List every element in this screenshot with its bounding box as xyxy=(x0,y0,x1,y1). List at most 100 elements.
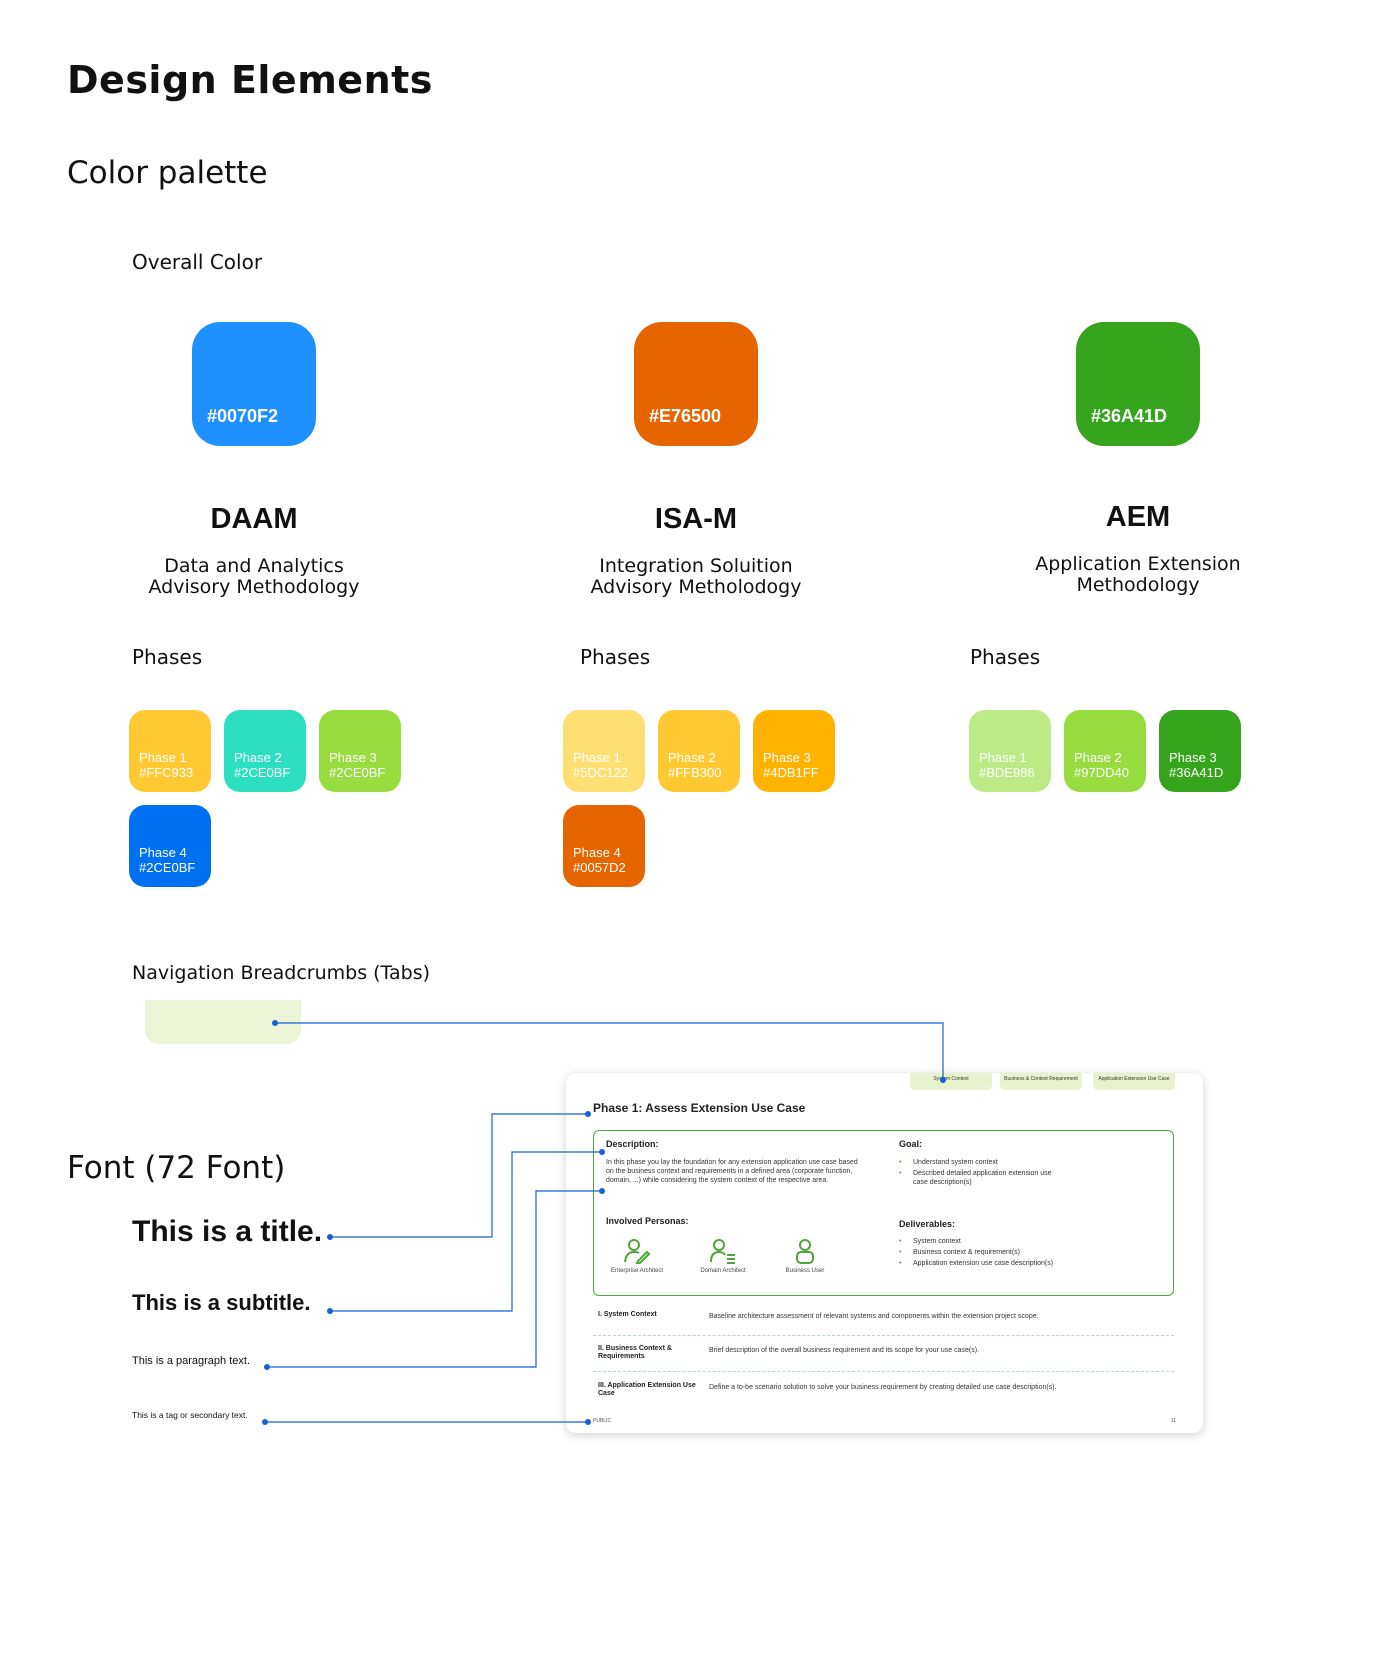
goal-item: Described detailed application extension… xyxy=(899,1169,1053,1187)
phase-swatch-daam-1: Phase 1#FFC933 xyxy=(129,710,211,792)
nav-breadcrumbs-label: Navigation Breadcrumbs (Tabs) xyxy=(132,962,431,984)
brand-subtitle-line: Advisory Methodology xyxy=(148,576,360,598)
slide-tab-business-context: Business & Context Requirement xyxy=(1000,1073,1082,1090)
brand-subtitle-line: Advisory Metholodogy xyxy=(590,576,802,598)
connector-dot xyxy=(262,1419,268,1425)
connector-dot xyxy=(327,1234,333,1240)
phase-swatch-daam-3: Phase 3#2CE0BF xyxy=(319,710,401,792)
slide-page-number: 11 xyxy=(1170,1418,1176,1424)
swatch-isam: #E76500 xyxy=(634,322,758,446)
phase-hex: #FFC933 xyxy=(139,765,194,780)
breadcrumb-tab-sample xyxy=(145,1000,301,1044)
phase-hex: #4DB1FF xyxy=(763,765,819,780)
brand-name-isam: ISA-M xyxy=(654,503,738,535)
phase-hex: #36A41D xyxy=(1169,765,1224,780)
font-sample-title: This is a title. xyxy=(132,1215,323,1248)
brand-name-daam: DAAM xyxy=(210,503,298,535)
phase-hex: #2CE0BF xyxy=(234,765,291,780)
description-text: In this phase you lay the foundation for… xyxy=(606,1159,858,1184)
brand-subtitle-aem: Application Extension Methodology xyxy=(978,554,1298,596)
persona-business-user: Business User xyxy=(775,1238,835,1275)
phase-swatch-aem-3: Phase 3#36A41D xyxy=(1159,710,1241,792)
phase-hex: #5DC122 xyxy=(573,765,628,780)
phase-swatch-isam-1: Phase 1#5DC122 xyxy=(563,710,645,792)
phases-label-aem: Phases xyxy=(970,645,1041,669)
slide-title: Phase 1: Assess Extension Use Case xyxy=(593,1101,806,1115)
phase-swatch-daam-4: Phase 4#2CE0BF xyxy=(129,805,211,887)
brand-subtitle-isam: Integration Soluition Advisory Metholodo… xyxy=(536,556,856,598)
brand-subtitle-line: Integration Soluition xyxy=(599,555,793,577)
phase-swatch-aem-2: Phase 2#97DD40 xyxy=(1064,710,1146,792)
swatch-aem: #36A41D xyxy=(1076,322,1200,446)
phases-label-daam: Phases xyxy=(132,645,203,669)
phase-swatch-aem-1: Phase 1#BDE986 xyxy=(969,710,1051,792)
description-heading: Description: xyxy=(606,1139,659,1149)
swatch-isam-hex: #E76500 xyxy=(649,406,722,426)
swatch-daam: #0070F2 xyxy=(192,322,316,446)
phase-hex: #0057D2 xyxy=(573,860,626,875)
swatch-daam-hex: #0070F2 xyxy=(207,406,279,426)
phase-label: Phase 3 xyxy=(1169,750,1217,765)
deliverable-item: Business context & requirement(s) xyxy=(899,1248,1133,1257)
section-heading-color-palette: Color palette xyxy=(67,155,268,191)
font-sample-tag: This is a tag or secondary text. xyxy=(132,1410,248,1420)
phase-label: Phase 4 xyxy=(573,845,621,860)
persona-enterprise-architect: Enterprise Architect xyxy=(607,1238,667,1275)
phase-swatch-isam-2: Phase 2#FFB300 xyxy=(658,710,740,792)
row-desc-application-extension: Define a to-be scenario solution to solv… xyxy=(709,1384,1057,1391)
phase-label: Phase 2 xyxy=(234,750,282,765)
overall-color-label: Overall Color xyxy=(132,250,263,274)
row-desc-system-context: Baseline architecture assessment of rele… xyxy=(709,1313,1039,1320)
phase-label: Phase 1 xyxy=(139,750,187,765)
page-title: Design Elements xyxy=(67,58,433,102)
user-list-icon xyxy=(710,1239,735,1264)
connector-breadcrumb xyxy=(275,1022,944,1080)
connector-title xyxy=(330,1113,588,1238)
phase-hex: #2CE0BF xyxy=(329,765,386,780)
font-heading: Font (72 Font) xyxy=(67,1150,286,1186)
brand-subtitle-line: Data and Analytics xyxy=(164,555,344,577)
persona-label: Enterprise Architect xyxy=(610,1268,664,1274)
phase-label: Phase 3 xyxy=(763,750,811,765)
deliverables-heading: Deliverables: xyxy=(899,1219,956,1229)
goal-item: Understand system context xyxy=(899,1158,1053,1167)
row-label-business-context: II. Business Context & Requirements xyxy=(598,1345,672,1360)
row-desc-business-context: Brief description of the overall busines… xyxy=(709,1347,980,1354)
personas-heading: Involved Personas: xyxy=(606,1216,689,1226)
phases-label-isam: Phases xyxy=(580,645,651,669)
user-edit-icon xyxy=(624,1239,651,1264)
slide-preview: System Context Business & Context Requir… xyxy=(566,1073,1203,1433)
goal-heading: Goal: xyxy=(899,1139,923,1149)
phase-label: Phase 1 xyxy=(573,750,621,765)
phase-label: Phase 3 xyxy=(329,750,377,765)
phase-label: Phase 4 xyxy=(139,845,187,860)
connector-dot xyxy=(327,1308,333,1314)
brand-subtitle-line: Methodology xyxy=(1076,574,1200,596)
slide-info-box: Description: In this phase you lay the f… xyxy=(593,1130,1174,1296)
deliverable-item: Application extension use case descripti… xyxy=(899,1259,1133,1268)
brand-name-aem: AEM xyxy=(1105,501,1171,533)
phase-swatch-daam-2: Phase 2#2CE0BF xyxy=(224,710,306,792)
persona-label: Domain Architect xyxy=(700,1268,746,1274)
phase-swatch-isam-4: Phase 4#0057D2 xyxy=(563,805,645,887)
connector-dot xyxy=(264,1364,270,1370)
slide-tab-application-extension: Application Extension Use Case xyxy=(1093,1073,1175,1090)
row-label-system-context: I. System Context xyxy=(598,1311,657,1318)
font-sample-subtitle: This is a subtitle. xyxy=(132,1290,311,1315)
brand-subtitle-daam: Data and Analytics Advisory Methodology xyxy=(94,556,414,598)
brand-subtitle-line: Application Extension xyxy=(1035,553,1241,575)
persona-domain-architect: Domain Architect xyxy=(693,1238,753,1275)
slide-tab-system-context: System Context xyxy=(910,1073,992,1090)
connector-subtitle xyxy=(330,1151,602,1312)
row-divider xyxy=(593,1335,1174,1336)
phase-swatch-isam-3: Phase 3#4DB1FF xyxy=(753,710,835,792)
deliverable-item: System context xyxy=(899,1237,1133,1246)
slide-footer-classification: PUBLIC xyxy=(593,1418,612,1424)
phase-label: Phase 2 xyxy=(668,750,716,765)
phase-label: Phase 1 xyxy=(979,750,1027,765)
row-label-application-extension: III. Application Extension Use Case xyxy=(598,1382,696,1397)
phase-hex: #FFB300 xyxy=(668,765,722,780)
phase-label: Phase 2 xyxy=(1074,750,1122,765)
swatch-aem-hex: #36A41D xyxy=(1091,406,1168,426)
phase-hex: #BDE986 xyxy=(979,765,1035,780)
